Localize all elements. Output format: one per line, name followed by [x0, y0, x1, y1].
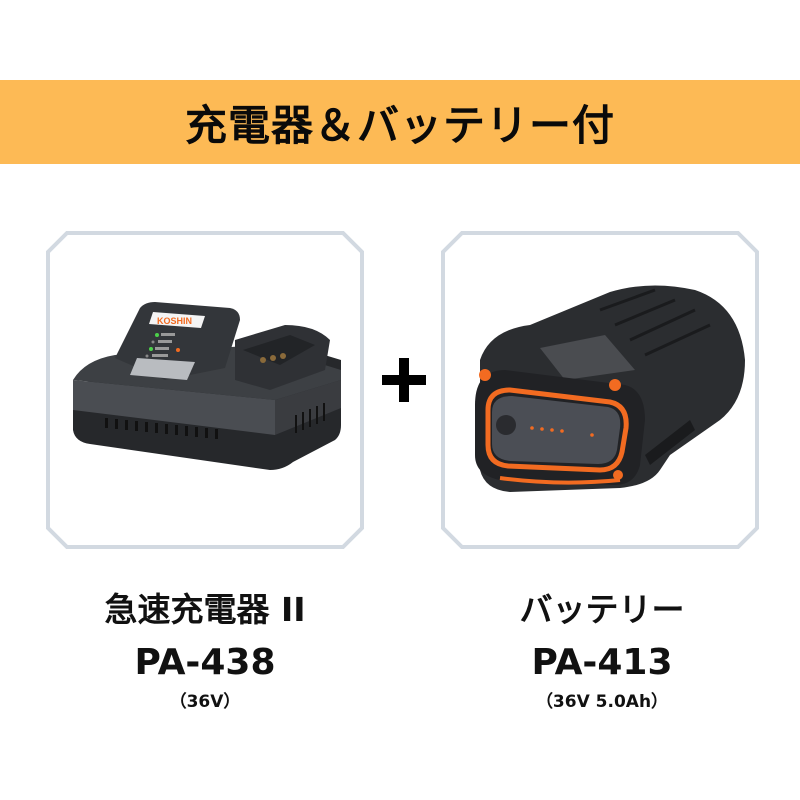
brand-label: KOSHIN — [157, 316, 192, 326]
battery-name: バッテリー — [519, 590, 685, 629]
charger-model: PA-438 — [134, 642, 276, 683]
charger-card: KOSHIN — [45, 230, 365, 550]
header-banner: 充電器＆バッテリー付 — [0, 80, 800, 164]
battery-caption: バッテリー PA-413 （36V 5.0Ah） — [432, 588, 772, 714]
battery-spec: （36V 5.0Ah） — [535, 692, 669, 712]
charger-caption: 急速充電器 II PA-438 （36V） — [35, 588, 375, 714]
battery-image — [475, 285, 745, 492]
charger-image: KOSHIN — [73, 302, 341, 470]
banner-title: 充電器＆バッテリー付 — [184, 100, 615, 150]
battery-card — [440, 230, 760, 550]
plus-icon — [382, 358, 428, 404]
charger-name: 急速充電器 II — [104, 590, 306, 629]
charger-spec: （36V） — [169, 692, 241, 712]
battery-model: PA-413 — [531, 642, 673, 683]
